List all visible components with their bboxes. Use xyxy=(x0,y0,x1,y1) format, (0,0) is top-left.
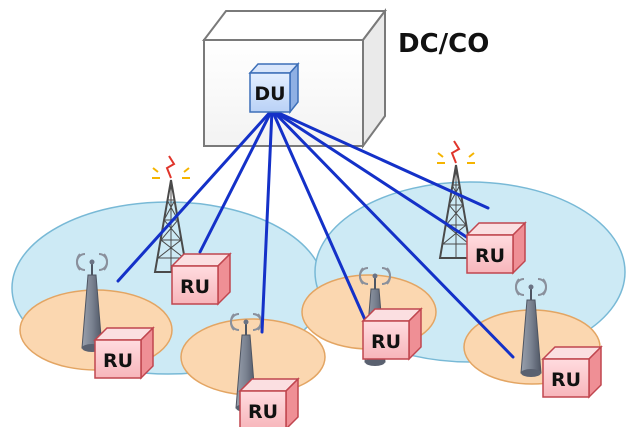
fronthaul-link-group xyxy=(116,108,515,359)
fronthaul-link xyxy=(260,108,274,334)
macro-tower-icon-left xyxy=(152,155,190,273)
fronthaul-link xyxy=(270,108,470,240)
dc-co-label: DC/CO xyxy=(398,29,489,59)
fronthaul-link xyxy=(270,108,515,359)
fronthaul-link xyxy=(198,108,274,254)
ru-label: RU xyxy=(248,401,278,423)
macro-tower-icon-right xyxy=(437,140,475,259)
ru-label: RU xyxy=(551,369,581,391)
fronthaul-link xyxy=(270,108,490,210)
ru-box: RU xyxy=(541,345,603,399)
ru-box: RU xyxy=(361,307,423,361)
ru-label: RU xyxy=(103,350,133,372)
du-box xyxy=(248,62,300,115)
antenna-icon xyxy=(515,278,547,377)
ru-box: RU xyxy=(238,377,300,427)
fronthaul-link xyxy=(270,108,368,324)
ru-label: RU xyxy=(180,276,210,298)
ru-label: RU xyxy=(475,245,505,267)
ru-label: RU xyxy=(371,331,401,353)
du-label: DU xyxy=(254,83,285,105)
ru-box: RU xyxy=(93,326,155,380)
ru-box: RU xyxy=(465,221,527,275)
remote-unit-group: RU RU RU RU RU RU xyxy=(93,221,603,427)
fronthaul-link xyxy=(116,108,274,283)
ru-box: RU xyxy=(170,252,232,306)
